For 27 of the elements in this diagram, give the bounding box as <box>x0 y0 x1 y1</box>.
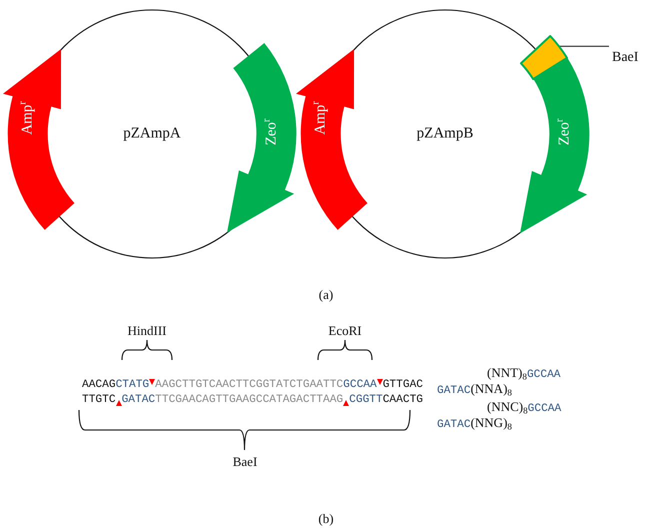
repeat-label: (NNT)$_{8}$ <box>487 366 527 379</box>
site-label: HindIII <box>128 324 166 337</box>
panel-label: (b) <box>318 512 334 525</box>
repeat-label: (NNG)$_{8}$ <box>470 416 512 429</box>
sequence-text: CGGTT <box>349 395 383 406</box>
sequence-text: GTTGAC <box>382 380 424 392</box>
sequence-text: GCCAA <box>343 380 377 392</box>
sequence-text: GCCAA <box>528 404 562 416</box>
site-label: BaeI <box>232 455 258 468</box>
sequence-text: AAGCTTGTCAACTTCGGTATCTGAATTC <box>155 380 344 392</box>
sequence-text: AACAG <box>82 380 116 392</box>
sequence-text: GCCAA <box>526 370 561 382</box>
sequence-text: CTATG <box>116 380 150 392</box>
repeat-label: (NNA)$_{8}$ <box>470 382 512 395</box>
plasmid-name: pZAmpB <box>416 126 474 142</box>
repeat-label: (NNC)$_{8}$ <box>487 400 528 413</box>
site-label: BaeI <box>612 51 638 65</box>
leader-line <box>559 46 609 47</box>
sequence-text: GATAC <box>437 420 471 432</box>
panel-label: (a) <box>318 288 334 301</box>
sequence-text: GATAC <box>437 386 471 398</box>
sequence-text: GATAC <box>122 395 156 406</box>
plasmid-name: pZAmpA <box>123 126 181 142</box>
sequence-text: TTGTC <box>82 395 116 406</box>
site-label: EcoRI <box>328 324 362 337</box>
sequence-text: CAACTG <box>382 395 424 406</box>
sequence-text: TTCGAACAGTTGAAGCCATAGACTTAAG <box>155 395 344 406</box>
